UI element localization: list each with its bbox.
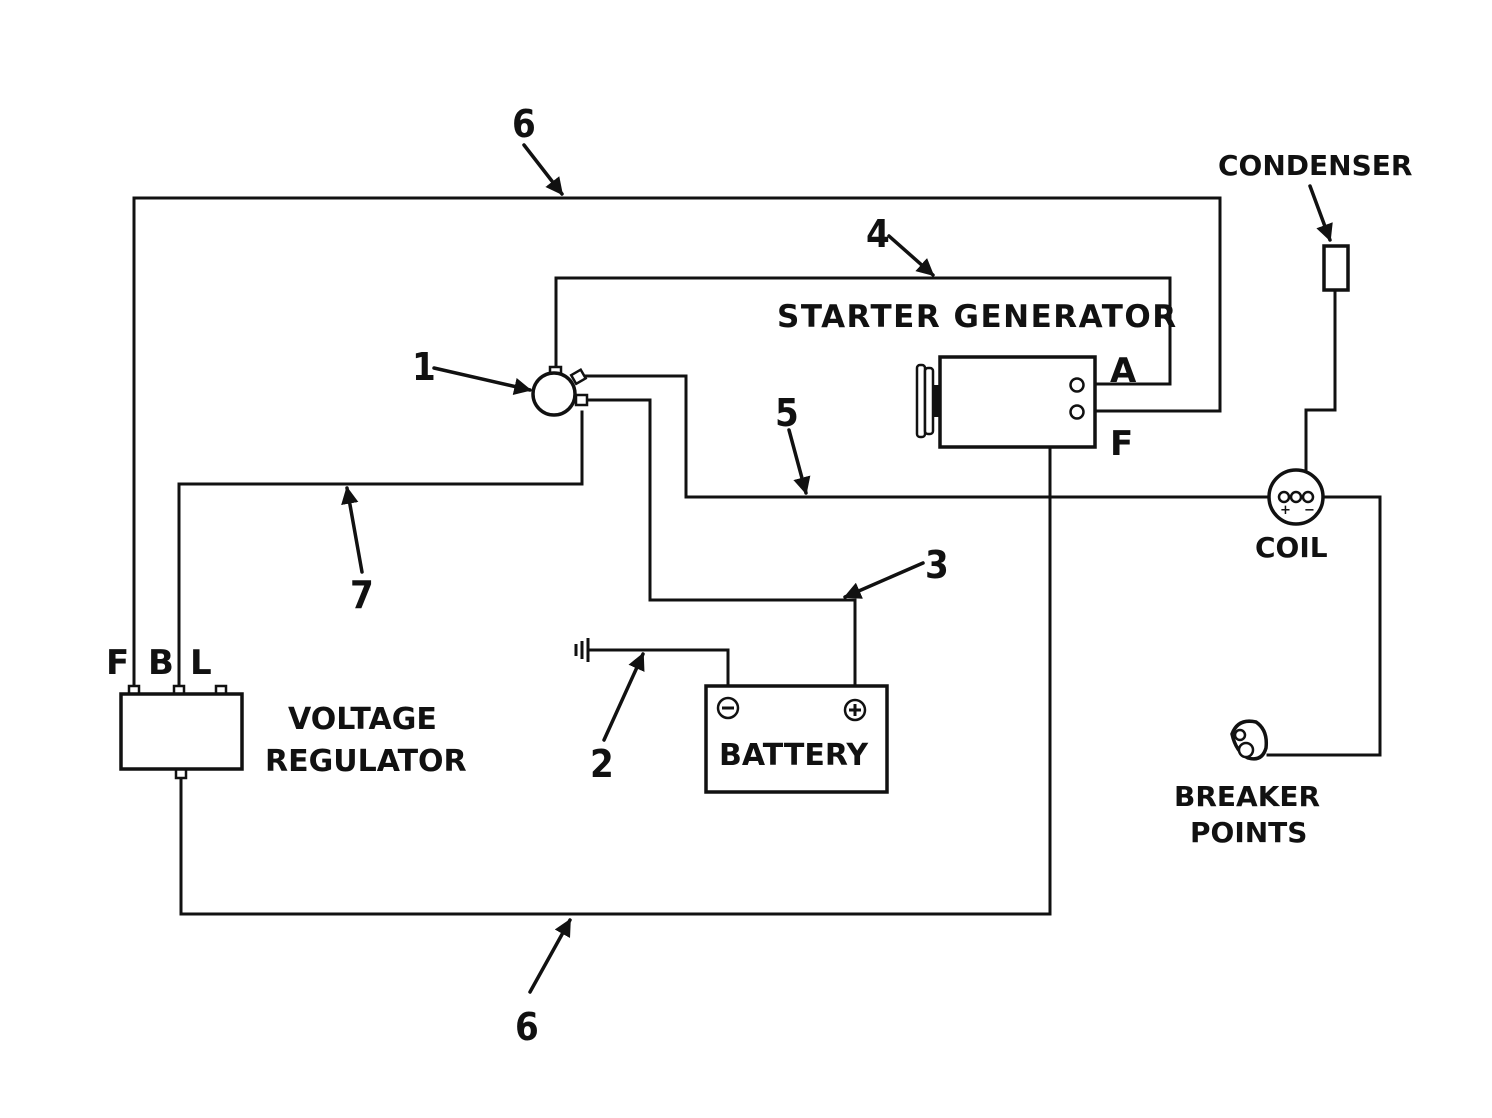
arrow-7 [341,486,364,574]
arrow-1 [432,366,532,396]
callout-6-top: 6 [512,102,536,146]
regulator-terminal-l-label: L [190,643,212,683]
condenser-label: CONDENSER [1218,149,1412,182]
ignition-coil: + − [1267,468,1325,526]
wire-6-top [132,196,1222,692]
condenser [1322,244,1350,292]
battery-label: BATTERY [719,738,869,773]
wire-condenser [1304,288,1337,482]
arrow-2 [602,652,645,742]
arrow-4 [887,234,935,277]
regulator-terminal-f-label: F [106,643,129,683]
svg-text:+: + [1280,503,1291,518]
generator-body [938,355,1097,449]
starter-generator-label: STARTER GENERATOR [777,299,1178,335]
terminal-f-icon [1069,404,1085,420]
callout-3: 3 [925,543,949,587]
voltage-regulator-label-line1: VOLTAGE [288,702,437,737]
starter-solenoid [531,365,589,417]
callout-1: 1 [412,345,436,389]
generator-terminal-a-label: A [1110,351,1137,391]
breaker-points [1230,719,1269,761]
svg-text:−: − [1304,503,1315,518]
wires [132,196,1382,916]
arrow-condenser [1308,184,1333,242]
voltage-regulator [119,684,244,780]
arrow-6-top [522,143,564,196]
wire-5 [583,374,1272,499]
callout-2: 2 [590,742,614,786]
arrow-5 [787,428,811,495]
breaker-points-label-line2: POINTS [1190,816,1307,849]
breaker-points-label-line1: BREAKER [1174,780,1320,813]
voltage-regulator-label-line2: REGULATOR [265,744,467,779]
condenser-body [1322,244,1350,292]
wire-3 [586,398,857,702]
callout-arrows [341,143,1333,994]
wire-4 [554,276,1172,386]
ground-icon [574,638,590,662]
callout-5: 5 [775,391,799,435]
callout-7: 7 [350,573,374,617]
regulator-body [119,692,244,771]
regulator-terminal-b-label: B [148,643,174,683]
generator-terminal-f-label: F [1110,424,1133,464]
coil-label: COIL [1255,531,1328,564]
wire-breaker [1266,495,1382,757]
battery [704,684,889,794]
solenoid-body [531,371,577,417]
arrow-6-bottom [528,918,572,994]
terminal-a-icon [1069,377,1085,393]
wire-2-ground [586,648,730,702]
wire-7 [177,410,584,692]
callout-6-bottom: 6 [515,1005,539,1049]
arrow-3 [843,561,925,599]
starter-generator [915,355,1097,449]
callout-4: 4 [866,212,890,256]
